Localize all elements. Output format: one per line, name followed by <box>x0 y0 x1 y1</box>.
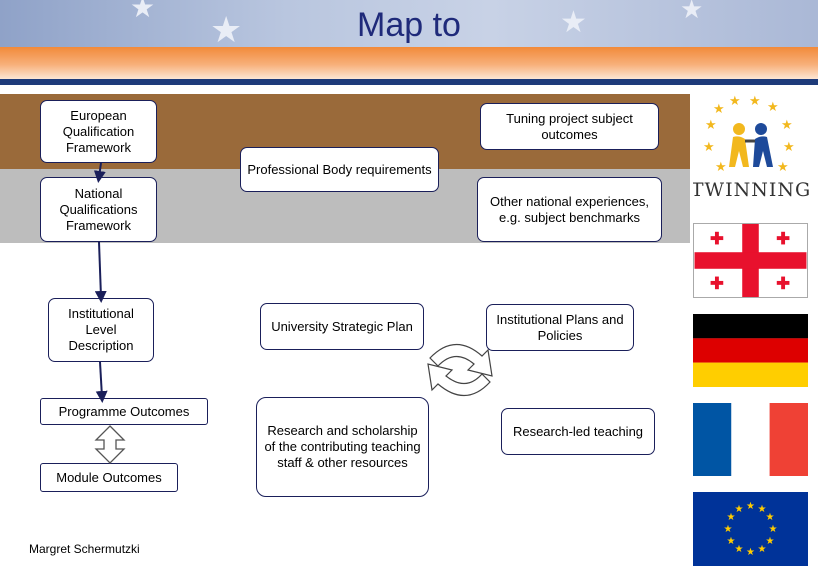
twinning-logo-text: TWINNING <box>693 179 811 201</box>
cycle-arrow-icon <box>429 343 493 377</box>
svg-text:★: ★ <box>783 140 795 155</box>
star-icon: ★ <box>680 0 704 24</box>
svg-text:★: ★ <box>729 95 741 109</box>
cycle-arrow-icon <box>427 363 491 397</box>
svg-text:★: ★ <box>713 102 725 117</box>
svg-text:★: ★ <box>703 140 715 155</box>
page-title: Map to <box>357 6 461 44</box>
svg-text:★: ★ <box>781 118 793 133</box>
svg-text:★: ★ <box>767 100 779 115</box>
tuning-outcomes-box: Tuning project subject outcomes <box>480 103 659 150</box>
double-arrow-icon <box>94 425 126 464</box>
svg-text:★: ★ <box>715 160 727 175</box>
germany-flag <box>693 314 808 387</box>
orange-stripe <box>0 47 818 79</box>
eqf-box: European Qualification Framework <box>40 100 157 163</box>
svg-text:★: ★ <box>735 544 744 555</box>
svg-text:★: ★ <box>769 524 778 535</box>
svg-text:★: ★ <box>735 504 744 515</box>
svg-text:★: ★ <box>746 547 755 558</box>
eqf-to-nqf-arrow <box>93 162 106 183</box>
svg-text:★: ★ <box>705 118 717 133</box>
svg-text:★: ★ <box>727 512 736 523</box>
svg-text:★: ★ <box>766 536 775 547</box>
research-scholarship-box: Research and scholarship of the contribu… <box>256 397 429 497</box>
svg-text:★: ★ <box>777 160 789 175</box>
programme-outcomes-box: Programme Outcomes <box>40 398 208 425</box>
author-name: Margret Schermutzki <box>29 542 140 556</box>
strategic-plan-box: University Strategic Plan <box>260 303 424 350</box>
institutional-level-box: Institutional Level Description <box>48 298 154 362</box>
svg-text:★: ★ <box>758 504 767 515</box>
other-experiences-box: Other national experiences, e.g. subject… <box>477 177 662 242</box>
twinning-logo: ★★★ ★★★ ★★★★ TWINNING <box>693 95 811 201</box>
nqf-to-institution-arrow <box>94 241 107 303</box>
svg-text:★: ★ <box>724 524 733 535</box>
star-icon: ★ <box>130 0 156 23</box>
georgia-flag <box>693 223 808 298</box>
module-outcomes-box: Module Outcomes <box>40 463 178 492</box>
svg-text:★: ★ <box>758 544 767 555</box>
star-icon: ★ <box>210 9 243 48</box>
svg-text:★: ★ <box>766 512 775 523</box>
nqf-box: National Qualifications Framework <box>40 177 157 242</box>
institution-to-programme-arrow <box>95 361 108 403</box>
eu-flag: ★★★ ★★★ ★★★ ★★★ <box>693 492 808 566</box>
svg-text:★: ★ <box>746 501 755 512</box>
star-icon: ★ <box>560 6 587 39</box>
svg-text:★: ★ <box>749 95 761 109</box>
svg-text:★: ★ <box>727 536 736 547</box>
professional-body-box: Professional Body requirements <box>240 147 439 192</box>
research-led-box: Research-led teaching <box>501 408 655 455</box>
institutional-plans-box: Institutional Plans and Policies <box>486 304 634 351</box>
header-banner: ★ ★ ★ ★ <box>0 0 818 48</box>
blue-divider <box>0 79 818 85</box>
france-flag <box>693 403 808 476</box>
